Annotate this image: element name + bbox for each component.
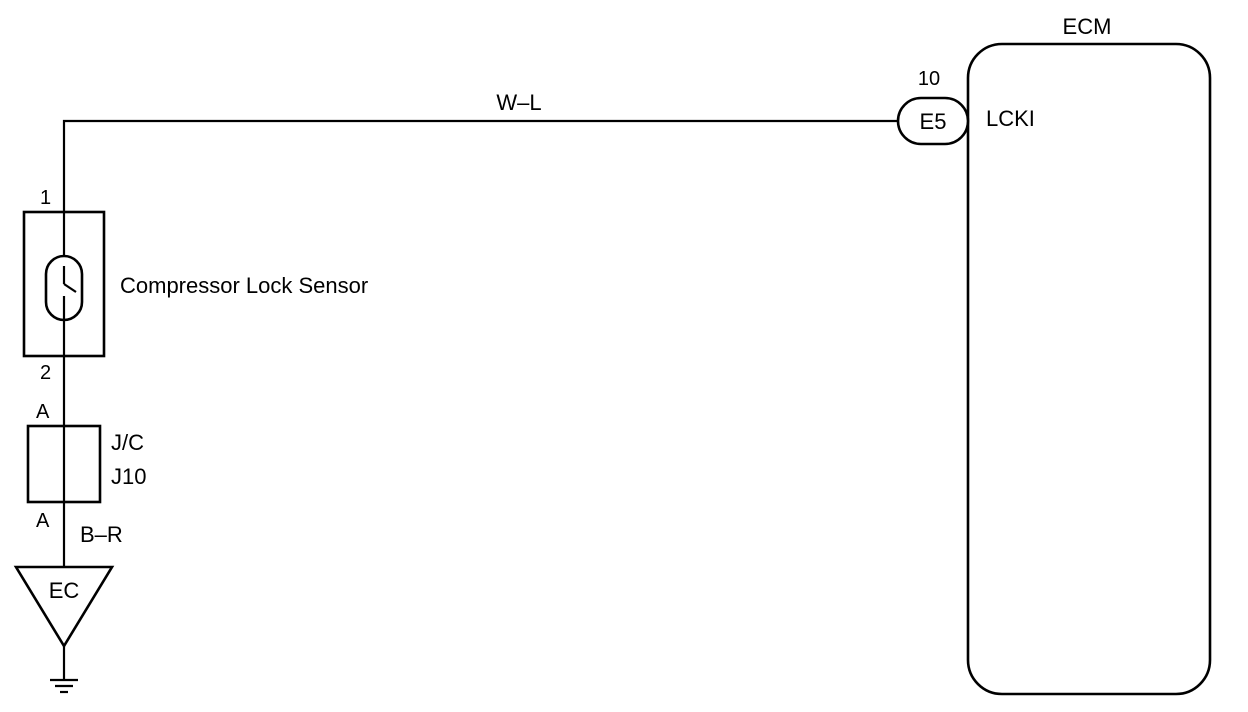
junction-label-line1: J/C [111,430,144,455]
ecm-terminal-label: LCKI [986,106,1035,131]
ground-label: EC [49,578,80,603]
junction-connector: A A J/C J10 [26,401,146,532]
junction-pin-bottom: A [36,510,50,532]
junction-label-line2: J10 [111,464,146,489]
ecm-box [966,42,1212,696]
junction-pin-top: A [36,401,50,423]
ground-point: EC [13,565,115,694]
top-wire: W–L [62,90,898,212]
ecm-title: ECM [1063,14,1112,39]
ecm-connector-label: E5 [920,109,947,134]
ecm-pin-number: 10 [918,68,940,90]
sensor-pin-bottom: 2 [40,362,51,384]
ecm-block: ECM LCKI [966,14,1212,696]
ground-icon [50,678,78,694]
ecm-connector-oval [896,96,970,146]
top-wire-color-code: W–L [496,90,541,115]
ecm-connector: E5 10 [896,68,970,146]
bottom-wire: B–R [62,502,123,567]
sensor-label: Compressor Lock Sensor [120,273,368,298]
top-wire-line [62,119,898,212]
ground-triangle [13,565,115,649]
bottom-wire-color-code: B–R [80,522,123,547]
sensor-coil-diagonal [63,283,77,293]
compressor-lock-sensor: Compressor Lock Sensor 1 2 [22,187,368,384]
sensor-pin-top: 1 [40,187,51,209]
